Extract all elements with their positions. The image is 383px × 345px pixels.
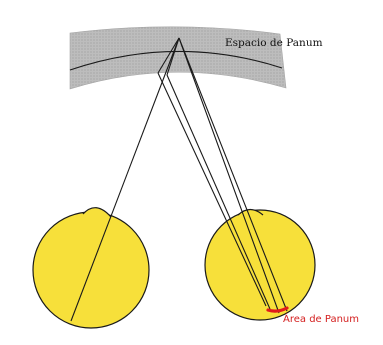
panum-space-label: Espacio de Panum [225,37,323,49]
right-eye [205,210,315,321]
panum-area-label: Área de Panum [283,312,359,325]
right-eye-globe [205,210,315,320]
